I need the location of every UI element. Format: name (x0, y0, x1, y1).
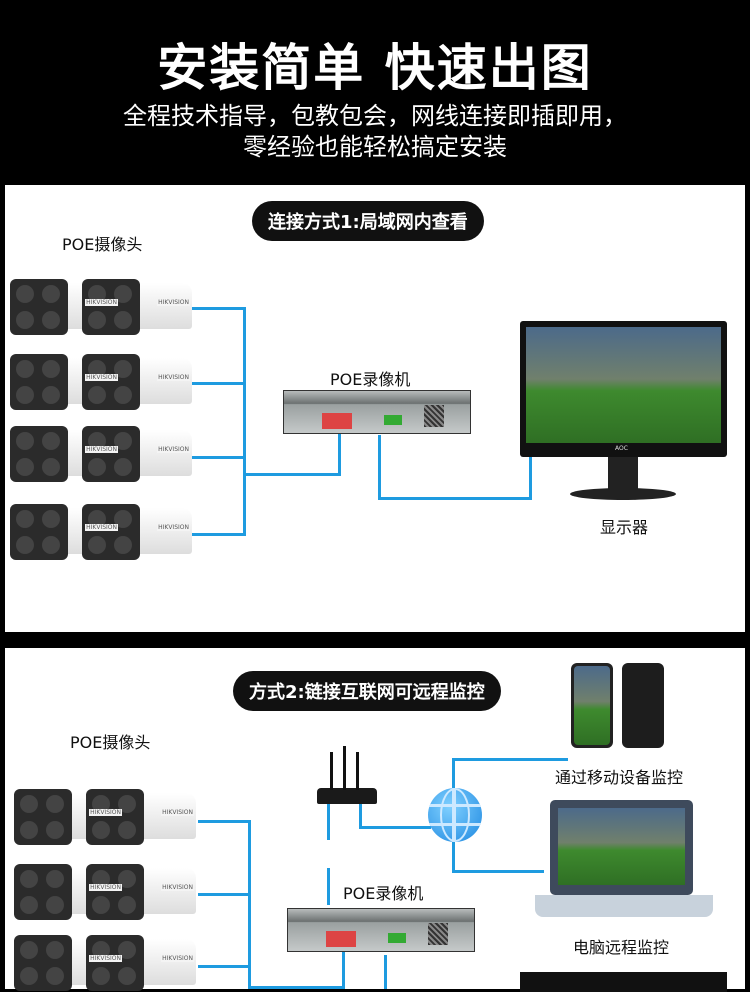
camera-brand: HIKVISION (161, 884, 194, 891)
laptop (550, 800, 693, 895)
camera-brand: HIKVISION (85, 374, 118, 381)
method1-badge: 连接方式1:局域网内查看 (252, 201, 484, 241)
router-antenna (343, 746, 346, 790)
poe-camera: HIKVISION (86, 787, 198, 845)
camera-brand: HIKVISION (85, 299, 118, 306)
mobile-label: 通过移动设备监控 (555, 768, 684, 787)
poe-camera: HIKVISION (82, 502, 194, 560)
poe-camera: HIKVISION (10, 502, 122, 560)
method1-nvr-label: POE录像机 (330, 370, 411, 389)
poe-camera: HIKVISION (82, 352, 194, 410)
method2-camera-label: POE摄像头 (70, 733, 151, 752)
smartphone-front (571, 663, 613, 748)
subtitle-line-1: 全程技术指导，包教包会，网线连接即插即用， (123, 102, 627, 130)
nvr-device (283, 390, 471, 434)
internet-globe-icon (428, 788, 482, 842)
method1-camera-label: POE摄像头 (62, 235, 143, 254)
camera-brand: HIKVISION (85, 524, 118, 531)
camera-brand: HIKVISION (157, 299, 190, 306)
camera-brand: HIKVISION (161, 955, 194, 962)
camera-brand: HIKVISION (89, 809, 122, 816)
poe-camera: HIKVISION (82, 424, 194, 482)
subtitle-line-2: 零经验也能轻松搞定安装 (243, 133, 507, 161)
camera-brand: HIKVISION (85, 446, 118, 453)
camera-brand: HIKVISION (157, 446, 190, 453)
camera-brand: HIKVISION (89, 884, 122, 891)
poe-camera: HIKVISION (86, 862, 198, 920)
laptop-base (535, 895, 713, 917)
method2-nvr-label: POE录像机 (343, 884, 424, 903)
camera-brand: HIKVISION (157, 524, 190, 531)
monitor: AOC (520, 321, 727, 457)
pc-label: 电脑远程监控 (573, 938, 670, 957)
poe-camera: HIKVISION (82, 277, 194, 335)
nvr-device (287, 908, 475, 952)
camera-brand: HIKVISION (161, 809, 194, 816)
camera-brand: HIKVISION (89, 955, 122, 962)
monitor-brand: AOC (615, 445, 628, 452)
camera-brand: HIKVISION (157, 374, 190, 381)
router-antenna (356, 752, 359, 790)
smartphone-back (622, 663, 664, 748)
page-title: 安装简单 快速出图 (157, 39, 593, 97)
monitor-label: 显示器 (600, 518, 649, 537)
method2-badge: 方式2:链接互联网可远程监控 (233, 671, 501, 711)
router-antenna (330, 752, 333, 790)
poe-camera: HIKVISION (86, 933, 198, 991)
monitor (520, 972, 727, 992)
router (317, 788, 377, 804)
